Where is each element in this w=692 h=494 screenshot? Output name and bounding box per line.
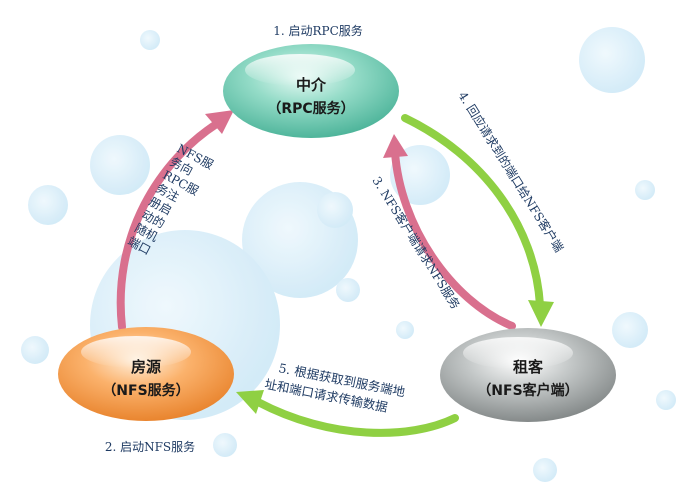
bubble-decoration — [396, 321, 414, 339]
arrows — [116, 110, 554, 437]
broker-title: 中介 — [296, 76, 327, 94]
step4-label: 4. 回应请求到的端口给NFS客户端 — [455, 89, 566, 255]
house-subtitle: （NFS服务） — [102, 382, 189, 399]
tenant-subtitle: （NFS客户端） — [477, 382, 578, 399]
bubble-decoration — [336, 278, 360, 302]
bubble-decoration — [213, 433, 237, 457]
arrow-step5-transfer — [254, 398, 459, 437]
bubble-decoration — [28, 185, 68, 225]
bubble-decoration — [656, 390, 676, 410]
bubble-decoration — [90, 135, 150, 195]
bubble-decoration — [635, 180, 655, 200]
node-broker: 中介 （RPC服务） — [223, 44, 399, 138]
bubble-decoration — [612, 312, 648, 348]
tenant-title: 租客 — [513, 358, 544, 376]
arrow-register-port-head — [205, 110, 234, 134]
node-house: 房源 （NFS服务） — [58, 327, 234, 421]
arrow-step4-reply-head — [528, 300, 554, 327]
node-tenant: 租客 （NFS客户端） — [440, 328, 616, 422]
bubble-decoration — [21, 336, 49, 364]
arrow-step5-transfer-head — [236, 390, 264, 414]
arrow-step3-request-head — [383, 134, 408, 158]
arrow-step3-request — [391, 148, 516, 330]
arrow-step4-reply — [401, 114, 544, 309]
broker-subtitle: （RPC服务） — [267, 100, 354, 117]
bubble-decoration — [579, 27, 645, 93]
bubble-decoration — [533, 458, 557, 482]
house-title: 房源 — [131, 358, 161, 376]
bubble-decoration — [140, 30, 160, 50]
arrow-register-port — [116, 119, 222, 331]
step2-caption: 2. 启动NFS服务 — [105, 439, 195, 454]
bubble-decoration — [317, 192, 353, 228]
step1-caption: 1. 启动RPC服务 — [273, 23, 363, 38]
